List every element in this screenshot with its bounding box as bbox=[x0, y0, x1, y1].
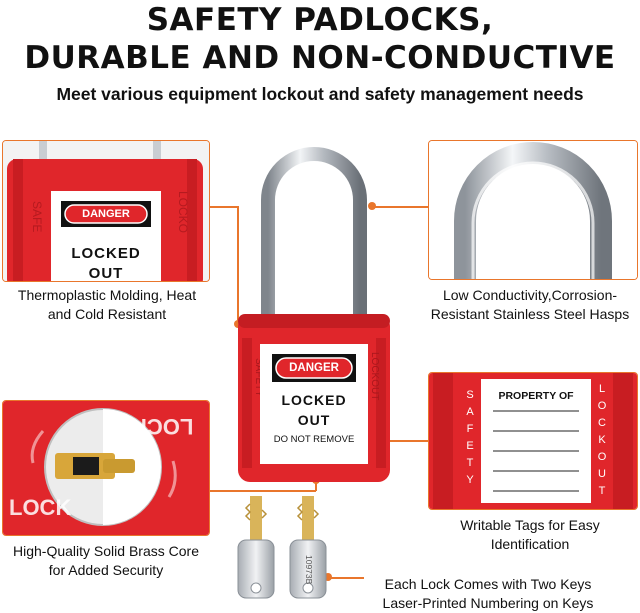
brass-caption: High-Quality Solid Brass Core for Added … bbox=[0, 542, 212, 580]
svg-text:LOCKO: LOCKO bbox=[176, 191, 190, 233]
subtitle: Meet various equipment lockout and safet… bbox=[56, 84, 584, 104]
key-number-text: 10973B bbox=[304, 555, 314, 585]
steel-hasp-panel bbox=[428, 140, 638, 280]
keys-caption-line2: Laser-Printed Numbering on Keys bbox=[382, 595, 594, 611]
property-of-label: PROPERTY OF bbox=[498, 390, 574, 402]
lock-label-left: LOCK bbox=[9, 495, 72, 520]
padlock-body-closeup-image: SAFE LOCKO bbox=[3, 141, 209, 281]
svg-text:SAFE: SAFE bbox=[30, 201, 44, 232]
locked-text: LOCKED bbox=[281, 392, 347, 408]
central-padlock-image: SAFETY LOCKOUT bbox=[238, 147, 390, 482]
writable-tag-panel: PROPERTY OF SAFETY LOCKOUT bbox=[428, 372, 638, 510]
keys-caption: Each Lock Comes with Two Keys Laser-Prin… bbox=[364, 575, 612, 613]
lock-label-right: LOCK bbox=[131, 414, 194, 439]
safety-side-text: SAFETY bbox=[466, 389, 474, 486]
brass-core-panel: LOCK LOCK bbox=[2, 400, 210, 536]
leader-line-brass-v bbox=[315, 480, 317, 491]
danger-badge: DANGER bbox=[289, 362, 339, 374]
thermoplastic-caption: Thermoplastic Molding, Heat and Cold Res… bbox=[0, 286, 214, 324]
locked-text-closeup: LOCKED bbox=[71, 245, 141, 262]
leader-line-tags bbox=[380, 440, 428, 442]
steel-caption: Low Conductivity,Corrosion- Resistant St… bbox=[420, 286, 640, 324]
leader-line-steel bbox=[372, 206, 428, 208]
leader-dot-steel bbox=[368, 202, 376, 210]
steel-caption-line1: Low Conductivity,Corrosion- bbox=[442, 287, 618, 303]
lockout-side-text: LOCKOUT bbox=[597, 383, 607, 497]
svg-text:LOCKOUT: LOCKOUT bbox=[369, 352, 380, 400]
danger-badge-closeup: DANGER bbox=[82, 208, 130, 220]
steel-caption-line2: Resistant Stainless Steel Hasps bbox=[430, 306, 630, 322]
thermoplastic-caption-line2: and Cold Resistant bbox=[47, 306, 167, 322]
title-line-2: DURABLE AND NON-CONDUCTIVE bbox=[24, 40, 616, 76]
keys-image bbox=[237, 496, 327, 599]
tags-caption-line1: Writable Tags for Easy bbox=[460, 517, 600, 533]
leader-line-thermo bbox=[210, 206, 238, 208]
leader-line-thermo-v bbox=[237, 206, 239, 324]
leader-line-keys bbox=[328, 577, 364, 579]
brass-caption-line1: High-Quality Solid Brass Core bbox=[13, 543, 199, 559]
tags-caption-line2: Identification bbox=[490, 536, 570, 552]
out-text: OUT bbox=[297, 412, 331, 428]
thermoplastic-caption-line1: Thermoplastic Molding, Heat bbox=[17, 287, 197, 303]
svg-text:SAFETY: SAFETY bbox=[253, 358, 264, 397]
do-not-remove-text: DO NOT REMOVE bbox=[273, 434, 355, 445]
title-line-1: SAFETY PADLOCKS, bbox=[146, 2, 494, 38]
keys-caption-line1: Each Lock Comes with Two Keys bbox=[384, 576, 592, 592]
leader-line-brass bbox=[210, 490, 316, 492]
stainless-hasp-image bbox=[429, 141, 637, 279]
out-text-closeup: OUT bbox=[88, 265, 124, 282]
writable-tag-image bbox=[429, 373, 637, 509]
brass-core-image bbox=[3, 401, 209, 535]
thermoplastic-closeup-panel: SAFE LOCKO DANGER LOCKED OUT bbox=[2, 140, 210, 282]
brass-caption-line2: for Added Security bbox=[48, 562, 164, 578]
leader-dot-keys bbox=[324, 573, 332, 581]
tags-caption: Writable Tags for Easy Identification bbox=[424, 516, 636, 554]
leader-dot-thermo bbox=[234, 320, 242, 328]
